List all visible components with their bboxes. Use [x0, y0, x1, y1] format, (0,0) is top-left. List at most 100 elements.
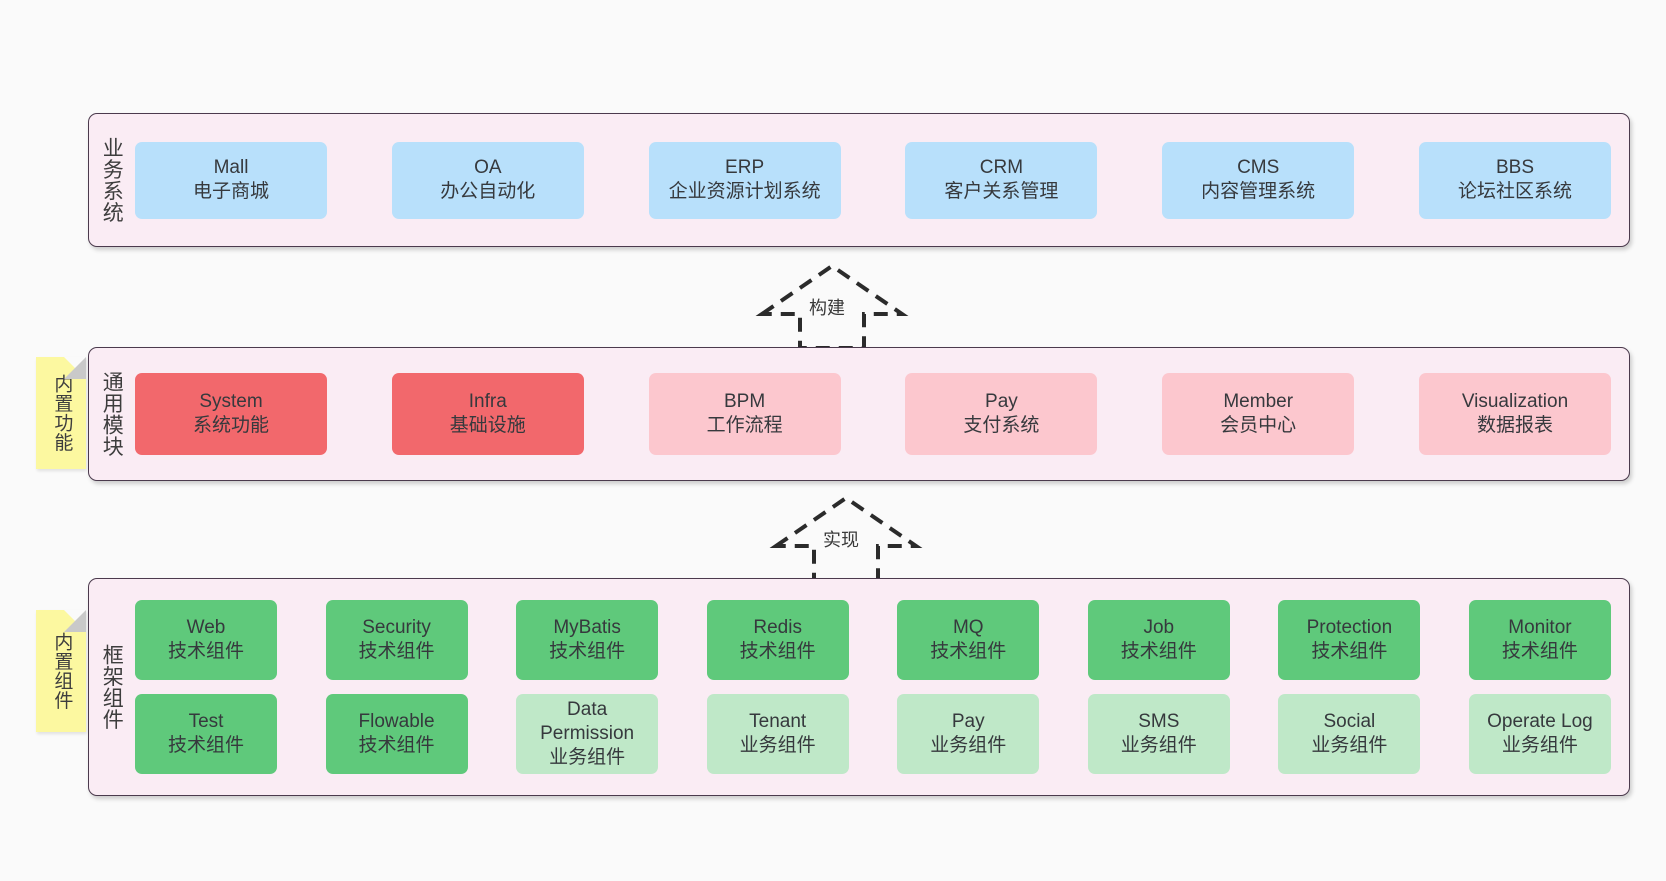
card-crm[interactable]: CRM 客户关系管理	[905, 141, 1098, 219]
card-subtitle: 数据报表	[1476, 415, 1553, 436]
arrow-build: 构建	[752, 260, 912, 352]
card-mybatis[interactable]: MyBatis 技术组件	[516, 600, 659, 680]
card-title: System	[199, 391, 263, 413]
card-title: OA	[474, 157, 502, 179]
card-subtitle: 业务组件	[549, 746, 626, 768]
card-web[interactable]: Web 技术组件	[135, 600, 277, 680]
card-title: Operate Log	[1487, 711, 1593, 733]
card-subtitle: 基础设施	[449, 415, 526, 436]
card-title: Web	[186, 617, 226, 639]
card-subtitle: 电子商城	[192, 181, 269, 202]
layer-business-systems: 业务系统 Mall 电子商城 OA 办公自动化 ERP 企业资源计划系统 CRM…	[88, 113, 1630, 247]
arrow-build-label: 构建	[809, 298, 845, 318]
card-visualization[interactable]: Visualization 数据报表	[1418, 373, 1611, 455]
layer-body-common: System 系统功能 Infra 基础设施 BPM 工作流程 Pay 支付系统…	[133, 348, 1629, 480]
layer-framework-components: 框架组件 Web 技术组件 Security 技术组件 MyBatis 技术组件…	[88, 578, 1630, 796]
card-subtitle: 系统功能	[192, 415, 269, 436]
card-tenant[interactable]: Tenant 业务组件	[706, 694, 849, 774]
layer-body-framework: Web 技术组件 Security 技术组件 MyBatis 技术组件 Redi…	[133, 579, 1629, 795]
card-subtitle: 企业资源计划系统	[668, 181, 821, 202]
card-social[interactable]: Social 业务组件	[1278, 694, 1421, 774]
card-cms[interactable]: CMS 内容管理系统	[1162, 141, 1355, 219]
card-mall[interactable]: Mall 电子商城	[135, 141, 327, 219]
card-title: Flowable	[358, 711, 435, 733]
card-system[interactable]: System 系统功能	[135, 373, 327, 455]
card-subtitle: 业务组件	[1311, 735, 1388, 756]
card-monitor[interactable]: Monitor 技术组件	[1468, 600, 1611, 680]
card-title: Tenant	[749, 711, 807, 733]
card-subtitle: 客户关系管理	[944, 181, 1059, 202]
card-subtitle: 技术组件	[167, 641, 244, 662]
layer-common-modules: 通用模块 System 系统功能 Infra 基础设施 BPM 工作流程 Pay…	[88, 347, 1630, 481]
card-subtitle: 工作流程	[706, 415, 783, 436]
card-title: Infra	[468, 391, 507, 413]
card-bpm[interactable]: BPM 工作流程	[648, 373, 841, 455]
card-subtitle: 业务组件	[1120, 735, 1197, 756]
card-subtitle: 技术组件	[167, 735, 244, 756]
card-mq[interactable]: MQ 技术组件	[897, 600, 1040, 680]
card-job[interactable]: Job 技术组件	[1087, 600, 1230, 680]
card-title: Test	[188, 711, 224, 733]
card-title: Mall	[213, 157, 249, 179]
card-redis[interactable]: Redis 技术组件	[706, 600, 849, 680]
card-pay[interactable]: Pay 支付系统	[905, 373, 1098, 455]
card-title: Monitor	[1508, 617, 1572, 639]
card-subtitle: 会员中心	[1220, 415, 1297, 436]
card-member[interactable]: Member 会员中心	[1162, 373, 1355, 455]
card-title: BBS	[1495, 157, 1534, 179]
card-subtitle: 技术组件	[1120, 641, 1197, 662]
card-flowable[interactable]: Flowable 技术组件	[325, 694, 468, 774]
arrow-implement: 实现	[766, 492, 926, 584]
card-test[interactable]: Test 技术组件	[135, 694, 277, 774]
card-security[interactable]: Security 技术组件	[325, 600, 468, 680]
card-subtitle: 业务组件	[1501, 735, 1578, 756]
card-title: MQ	[952, 617, 984, 639]
card-title: CMS	[1237, 157, 1280, 179]
card-title: SMS	[1138, 711, 1180, 733]
business-card-row: Mall 电子商城 OA 办公自动化 ERP 企业资源计划系统 CRM 客户关系…	[135, 141, 1611, 219]
card-title: Member	[1223, 391, 1294, 413]
card-title: Security	[362, 617, 431, 639]
card-subtitle: 办公自动化	[440, 181, 536, 202]
card-title: Data Permission	[540, 699, 635, 745]
card-protection[interactable]: Protection 技术组件	[1278, 600, 1421, 680]
sticky-note-builtin-components: 内置组件	[36, 610, 86, 732]
card-pay-component[interactable]: Pay 业务组件	[897, 694, 1040, 774]
card-subtitle: 业务组件	[739, 735, 816, 756]
layer-label-framework: 框架组件	[100, 644, 124, 730]
card-title: BPM	[724, 391, 766, 413]
card-sms[interactable]: SMS 业务组件	[1087, 694, 1230, 774]
card-infra[interactable]: Infra 基础设施	[391, 373, 584, 455]
card-subtitle: 技术组件	[739, 641, 816, 662]
card-title: CRM	[979, 157, 1024, 179]
card-subtitle: 技术组件	[1501, 641, 1578, 662]
layer-label-business: 业务系统	[100, 137, 124, 223]
card-subtitle: 技术组件	[358, 641, 435, 662]
card-subtitle: 技术组件	[1311, 641, 1388, 662]
card-title: Social	[1323, 711, 1376, 733]
layer-label-common: 通用模块	[100, 371, 124, 457]
card-title: MyBatis	[553, 617, 621, 639]
layer-body-business: Mall 电子商城 OA 办公自动化 ERP 企业资源计划系统 CRM 客户关系…	[133, 114, 1629, 246]
dashed-up-arrow-icon	[769, 495, 923, 582]
card-data-permission[interactable]: Data Permission 业务组件	[516, 694, 659, 774]
card-bbs[interactable]: BBS 论坛社区系统	[1418, 141, 1611, 219]
card-title: Pay	[951, 711, 985, 733]
card-title: Pay	[985, 391, 1018, 413]
card-title: Job	[1143, 617, 1175, 639]
card-erp[interactable]: ERP 企业资源计划系统	[648, 141, 841, 219]
card-subtitle: 技术组件	[930, 641, 1007, 662]
card-title: Protection	[1306, 617, 1393, 639]
dashed-up-arrow-icon	[755, 263, 909, 350]
framework-card-row-1: Web 技术组件 Security 技术组件 MyBatis 技术组件 Redi…	[135, 600, 1611, 680]
card-subtitle: 技术组件	[358, 735, 435, 756]
common-card-row: System 系统功能 Infra 基础设施 BPM 工作流程 Pay 支付系统…	[135, 373, 1611, 455]
framework-card-row-2: Test 技术组件 Flowable 技术组件 Data Permission …	[135, 694, 1611, 774]
card-title: ERP	[725, 157, 765, 179]
card-subtitle: 业务组件	[930, 735, 1007, 756]
card-subtitle: 技术组件	[549, 641, 626, 662]
card-oa[interactable]: OA 办公自动化	[391, 141, 584, 219]
card-title: Visualization	[1461, 391, 1569, 413]
card-operate-log[interactable]: Operate Log 业务组件	[1468, 694, 1611, 774]
